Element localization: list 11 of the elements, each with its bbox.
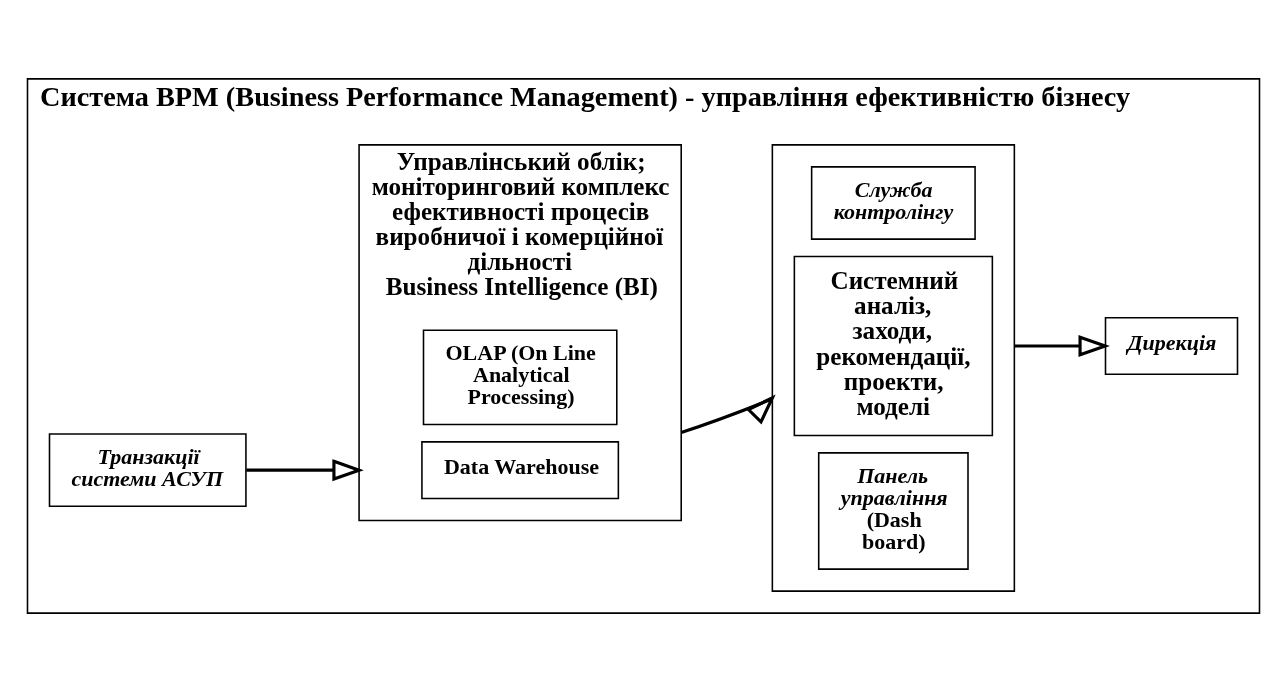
arrow [1014,334,1110,357]
node-box: Data Warehouse [421,440,620,499]
arrow [680,393,776,434]
node-box: Панель управління (Dash board) [817,451,969,570]
node-box: Дирекція [1104,316,1239,375]
arrow [246,458,364,481]
cluster [771,143,1016,592]
node-box: OLAP (On Line Analytical Processing) [422,329,618,425]
node-box: Служба контролінгу [810,165,976,240]
node-box: Системний аналіз, заходи, рекомендації, проекти, моделі [793,255,994,436]
node-box: Транзакції системи АСУП [48,432,247,507]
